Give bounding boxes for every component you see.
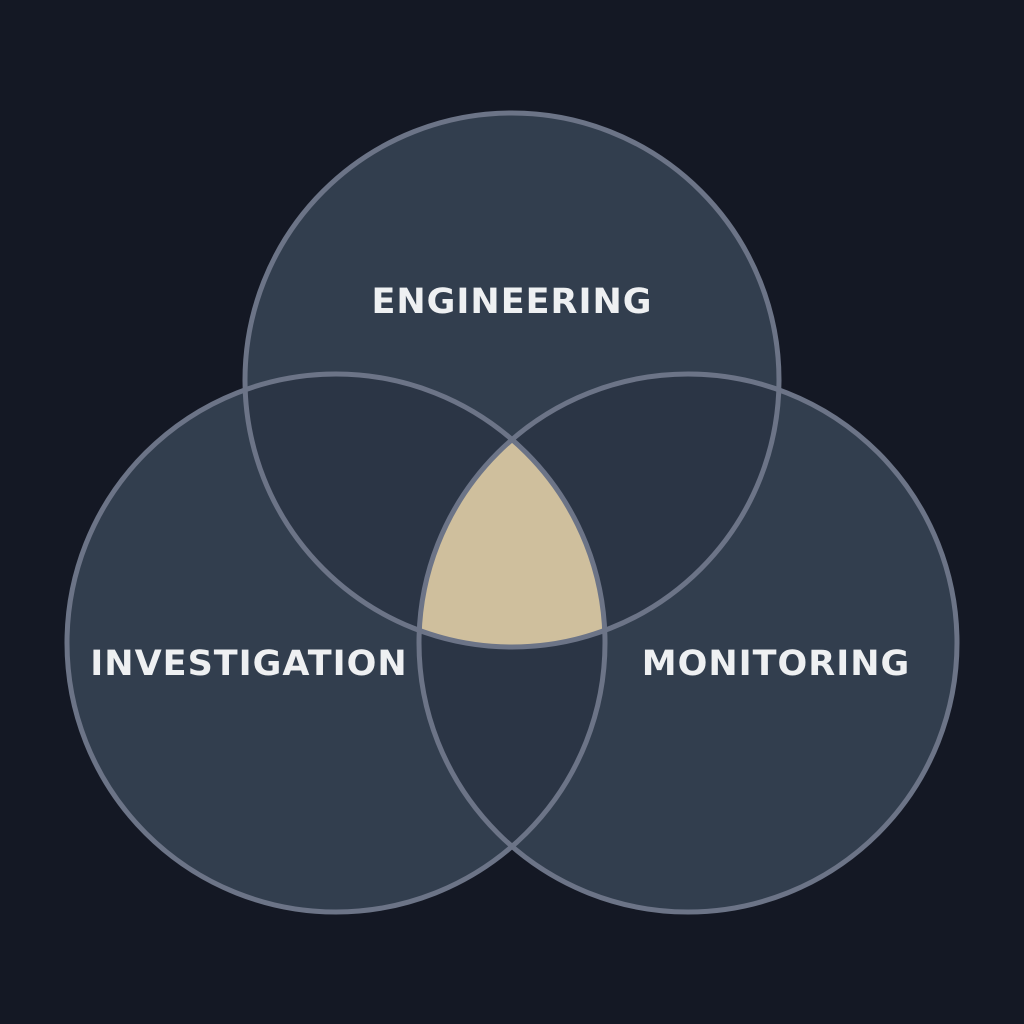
center-overlap	[419, 374, 605, 647]
investigation-label: INVESTIGATION	[90, 644, 407, 684]
monitoring-outline	[416, 371, 960, 915]
investigation-outline	[64, 371, 608, 915]
engineering-label: ENGINEERING	[371, 282, 652, 322]
engineering-outline	[242, 110, 782, 650]
monitoring-label: MONITORING	[642, 644, 911, 684]
